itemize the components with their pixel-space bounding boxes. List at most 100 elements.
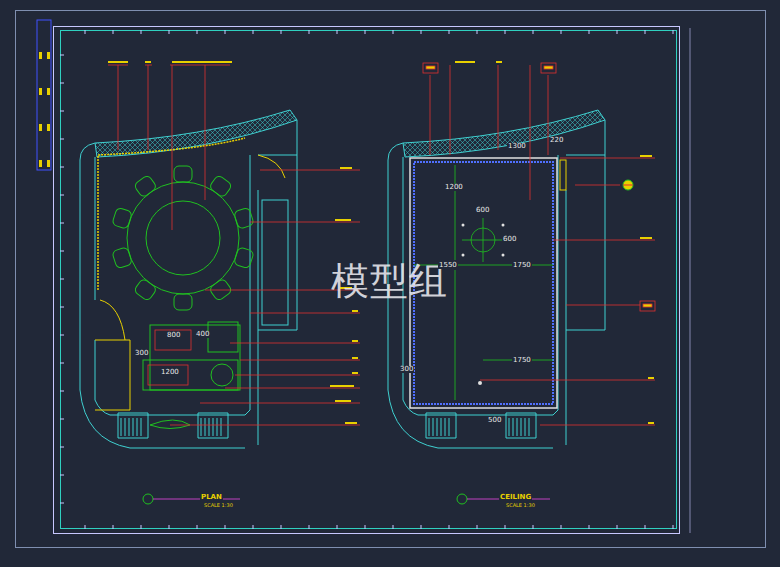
cad-line bbox=[673, 525, 674, 529]
cad-g bbox=[80, 110, 297, 448]
dimension: 800 bbox=[166, 332, 181, 339]
cad-rect bbox=[423, 63, 438, 73]
cad-line bbox=[118, 65, 119, 150]
cad-g bbox=[423, 61, 655, 424]
cad-rect bbox=[209, 174, 233, 198]
cad-path bbox=[566, 120, 605, 330]
cad-line bbox=[540, 425, 655, 426]
cad-rect bbox=[643, 304, 652, 307]
cad-line bbox=[113, 30, 114, 34]
cad-line bbox=[225, 388, 360, 389]
cad-path bbox=[429, 418, 529, 436]
cad-line bbox=[480, 380, 655, 381]
cad-line bbox=[533, 30, 534, 34]
cad-rect bbox=[150, 325, 240, 390]
cad-path bbox=[95, 110, 297, 157]
cad-path bbox=[100, 300, 125, 340]
cad-line bbox=[575, 185, 620, 186]
view-title: CEILING bbox=[499, 494, 532, 501]
cad-path bbox=[566, 190, 567, 445]
cad-line bbox=[60, 475, 64, 476]
cad-line bbox=[393, 525, 394, 529]
watermark: 模型组 bbox=[330, 262, 449, 300]
cad-rect bbox=[39, 88, 42, 95]
cad-circle bbox=[146, 201, 220, 275]
cad-g bbox=[112, 166, 255, 310]
cad-rect bbox=[352, 372, 358, 374]
cad-line bbox=[60, 391, 64, 392]
cad-line bbox=[85, 525, 86, 529]
cad-rect bbox=[47, 52, 50, 59]
dimension: 1200 bbox=[444, 184, 464, 191]
cad-path bbox=[623, 185, 633, 186]
cad-rect bbox=[335, 219, 351, 221]
cad-rect bbox=[426, 66, 435, 69]
cad-rect bbox=[39, 52, 42, 59]
cad-path bbox=[118, 413, 228, 438]
cad-rect bbox=[640, 301, 655, 311]
cad-path bbox=[95, 340, 245, 415]
dimension: 400 bbox=[195, 331, 210, 338]
cad-rect bbox=[133, 174, 157, 198]
dimension: 600 bbox=[475, 207, 490, 214]
cad-line bbox=[462, 240, 505, 241]
cad-line bbox=[60, 447, 64, 448]
cad-line bbox=[421, 525, 422, 529]
cad-line bbox=[530, 65, 531, 200]
view-title: PLAN bbox=[200, 494, 223, 501]
cad-rect bbox=[148, 365, 188, 385]
cad-line bbox=[60, 279, 64, 280]
cad-line bbox=[197, 525, 198, 529]
cad-path bbox=[121, 418, 221, 436]
cad-line bbox=[60, 167, 64, 168]
cad-circle bbox=[143, 494, 153, 504]
cad-path bbox=[97, 156, 99, 290]
cad-line bbox=[60, 335, 64, 336]
cad-line bbox=[153, 499, 240, 500]
cad-line bbox=[560, 158, 655, 159]
cad-line bbox=[170, 65, 230, 66]
cad-line bbox=[113, 525, 114, 529]
cad-rect bbox=[560, 160, 566, 190]
cad-line bbox=[617, 525, 618, 529]
cad-line bbox=[309, 525, 310, 529]
cad-line bbox=[260, 170, 360, 171]
cad-line bbox=[645, 30, 646, 34]
cad-line bbox=[449, 525, 450, 529]
cad-line bbox=[645, 525, 646, 529]
cad-path bbox=[388, 143, 403, 160]
cad-rect bbox=[640, 237, 652, 239]
cad-line bbox=[309, 30, 310, 34]
cad-circle bbox=[462, 254, 465, 257]
cad-rect bbox=[133, 278, 157, 302]
cad-line bbox=[60, 363, 64, 364]
cad-path bbox=[258, 155, 285, 178]
cad-line bbox=[225, 30, 226, 34]
cad-line bbox=[673, 30, 674, 34]
cad-line bbox=[505, 30, 506, 34]
cad-g bbox=[462, 224, 505, 386]
cad-rect bbox=[648, 377, 654, 379]
cad-line bbox=[281, 30, 282, 34]
cad-line bbox=[250, 222, 360, 223]
cad-line bbox=[589, 30, 590, 34]
cad-circle bbox=[502, 224, 505, 227]
cad-circle bbox=[211, 364, 233, 386]
cad-line bbox=[230, 343, 360, 344]
cad-rect bbox=[541, 63, 556, 73]
cad-rect bbox=[352, 340, 358, 342]
cad-rect bbox=[108, 61, 128, 63]
dimension: 600 bbox=[502, 236, 517, 243]
cad-circle bbox=[478, 381, 482, 385]
cad-line bbox=[450, 65, 451, 155]
cad-rect bbox=[455, 61, 475, 63]
dimension: 1550 bbox=[438, 262, 458, 269]
cad-line bbox=[60, 55, 64, 56]
cad-rect bbox=[330, 385, 354, 387]
cad-path bbox=[258, 120, 297, 330]
cad-g bbox=[430, 65, 655, 425]
dimension: 1300 bbox=[507, 143, 527, 150]
cad-g bbox=[108, 61, 358, 424]
cad-line bbox=[477, 525, 478, 529]
